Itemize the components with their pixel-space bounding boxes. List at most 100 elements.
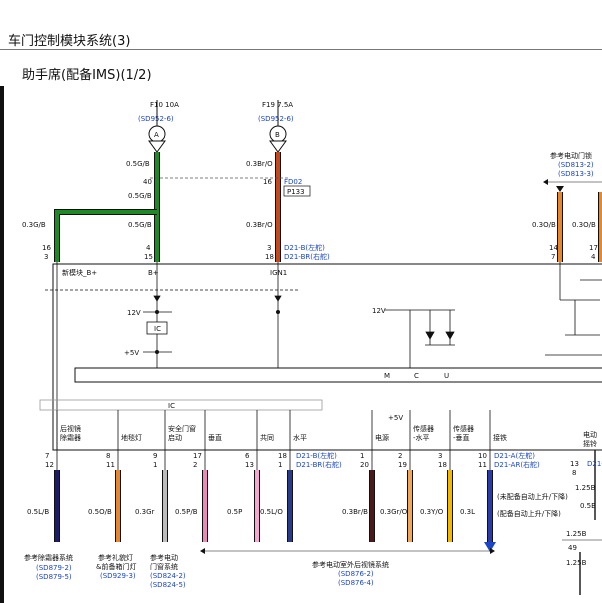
- connector-d21br-bottom: D21-BR(右舵): [296, 460, 342, 469]
- fuse-a-ref: (SD952-6): [138, 115, 174, 123]
- bottom-pin-r2-3: 2: [193, 461, 197, 469]
- bottom-pin-r2-5: 1: [278, 461, 282, 469]
- bottom-pin-r1-1: 8: [106, 452, 110, 460]
- left-margin-bar: [0, 86, 4, 603]
- wire-green: [54, 152, 160, 262]
- function-label-4: 共同: [260, 433, 274, 442]
- pin-18: 18: [265, 253, 274, 261]
- fuse-a-letter: A: [154, 131, 159, 139]
- pin-40: 40: [143, 178, 152, 186]
- ground-arrow-icon: [484, 542, 496, 552]
- fuse-a-name: F10 10A: [150, 101, 179, 109]
- connector-d21b-bottom: D21-B(左舵): [296, 451, 337, 460]
- ref-mirror-1: (SD876-2): [338, 570, 374, 578]
- fuse-a: F10 10A (SD952-6) A: [138, 100, 179, 153]
- label-12v-b: 12V: [372, 307, 386, 315]
- wire-label-a4: 0.3G/B: [22, 221, 46, 229]
- bottom-wire-label-1: 0.5O/B: [88, 508, 112, 516]
- connector-p133: P133: [287, 188, 305, 196]
- label-5v-a: +5V: [124, 349, 139, 357]
- bottom-wire-label-9: 0.3L: [460, 508, 475, 516]
- function-label-8: 传感器-垂直: [453, 424, 474, 442]
- pin-3b: 3: [267, 244, 271, 252]
- pin-16-top: 16: [263, 178, 272, 186]
- pin-15: 15: [144, 253, 153, 261]
- wire-label-a2: 0.5G/B: [128, 192, 152, 200]
- connector-d21br: D21-BR(右舵): [284, 252, 330, 261]
- connector-d21a-bottom: D21-A(左舵): [494, 451, 535, 460]
- bottom-pin-r1-5: 18: [278, 452, 287, 460]
- bottom-wire-label-3: 0.5P/B: [175, 508, 198, 516]
- bottom-pin-r2-9: 11: [478, 461, 487, 469]
- right-wire-125a: 1.25B: [575, 484, 596, 492]
- bottom-pin-group: 7120.5L/B8110.5O/B910.3Gr1720.5P/B6130.5…: [27, 452, 487, 516]
- right-pin-17: 17: [589, 244, 598, 252]
- bottom-pin-r1-6: 1: [360, 452, 364, 460]
- bottom-pin-r2-2: 1: [153, 461, 157, 469]
- function-label-group: 后视镜除霜器地毯灯安全门窗启动垂直共同水平电源传感器-水平传感器-垂直接铁: [60, 424, 507, 442]
- fuse-b: F19 7.5A (SD952-6) B: [258, 100, 294, 153]
- right-wire-2: 0.3O/B: [572, 221, 596, 229]
- page-subtitle: 助手席(配备IMS)(1/2): [22, 68, 152, 83]
- ref-window-4: (SD824-5): [150, 581, 186, 589]
- bottom-wire-label-7: 0.3Gr/O: [380, 508, 408, 516]
- ref-defrost-1: (SD879-2): [36, 564, 72, 572]
- wire-label-a1: 0.5G/B: [126, 160, 150, 168]
- internal-circuit-left: [45, 262, 300, 450]
- label-c: C: [414, 372, 419, 380]
- label-bplus: B+: [148, 269, 159, 277]
- ref-lock-2: (SD813-3): [558, 170, 594, 178]
- bottom-wire-group: [54, 410, 493, 542]
- bottom-wire-label-4: 0.5P: [227, 508, 242, 516]
- right-connector-d21: D21-: [587, 460, 602, 468]
- right-label-elec-1: 电动: [583, 430, 597, 439]
- bottom-pin-r1-8: 3: [438, 452, 442, 460]
- right-side: 参考电动门锁 (SD813-2) (SD813-3) 0.3O/B 0.3O/B…: [497, 151, 602, 595]
- bottom-pin-r1-0: 7: [45, 452, 49, 460]
- label-u: U: [444, 372, 449, 380]
- ref-mirror-2: (SD876-4): [338, 579, 374, 587]
- bottom-pin-r2-4: 13: [245, 461, 254, 469]
- label-5v-b: +5V: [388, 414, 403, 422]
- wire-label-b2: 0.3Br/O: [246, 221, 273, 229]
- ref-window-2: 门窗系统: [150, 562, 178, 571]
- ref-window-1: 参考电动: [150, 553, 178, 562]
- fuse-b-letter: B: [275, 131, 280, 139]
- right-wire-1: 0.3O/B: [532, 221, 556, 229]
- right-pin-14: 14: [549, 244, 558, 252]
- pin-3: 3: [44, 253, 48, 261]
- bottom-pin-r2-8: 18: [438, 461, 447, 469]
- label-m: M: [384, 372, 390, 380]
- wire-label-a3: 0.5G/B: [128, 221, 152, 229]
- function-label-1: 地毯灯: [121, 433, 142, 442]
- bottom-pin-r1-2: 9: [153, 452, 157, 460]
- function-label-6: 电源: [375, 433, 389, 442]
- bottom-wire-label-2: 0.3Gr: [135, 508, 155, 516]
- label-ic-a: IC: [154, 325, 161, 333]
- right-label-elec-2: 摇铃: [583, 439, 597, 448]
- page-title: 车门控制模块系统(3): [8, 34, 131, 49]
- function-label-0: 后视镜除霜器: [60, 424, 81, 442]
- bottom-pin-r2-6: 20: [360, 461, 369, 469]
- bottom-pin-r1-3: 17: [193, 452, 202, 460]
- right-pin-7: 7: [551, 253, 555, 261]
- function-label-5: 水平: [293, 433, 307, 442]
- ref-defrost-label: 参考除霜器系统: [24, 553, 73, 562]
- ref-window-3: (SD824-2): [150, 572, 186, 580]
- bottom-pin-r2-7: 19: [398, 461, 407, 469]
- right-wire-05b: 0.5B: [580, 502, 596, 510]
- connector-d21ar-bottom: D21-AR(右舵): [494, 460, 540, 469]
- right-note-1: (未配备自动上升/下降): [497, 492, 568, 501]
- connector-d21b: D21-B(左舵): [284, 243, 325, 252]
- label-12v-a: 12V: [127, 309, 141, 317]
- pin-4: 4: [146, 244, 151, 252]
- bottom-wire-label-6: 0.3Br/B: [342, 508, 368, 516]
- bottom-pin-r2-0: 12: [45, 461, 54, 469]
- label-new-bplus: 新模块_B+: [62, 268, 97, 277]
- bottom-pin-r1-9: 10: [478, 452, 487, 460]
- ref-courtesy-2: &前备箱门灯: [96, 562, 136, 571]
- ref-lock-label: 参考电动门锁: [550, 151, 592, 160]
- function-label-7: 传感器-水平: [413, 424, 434, 442]
- bottom-wire-label-0: 0.5L/B: [27, 508, 49, 516]
- bottom-pin-r2-1: 11: [106, 461, 115, 469]
